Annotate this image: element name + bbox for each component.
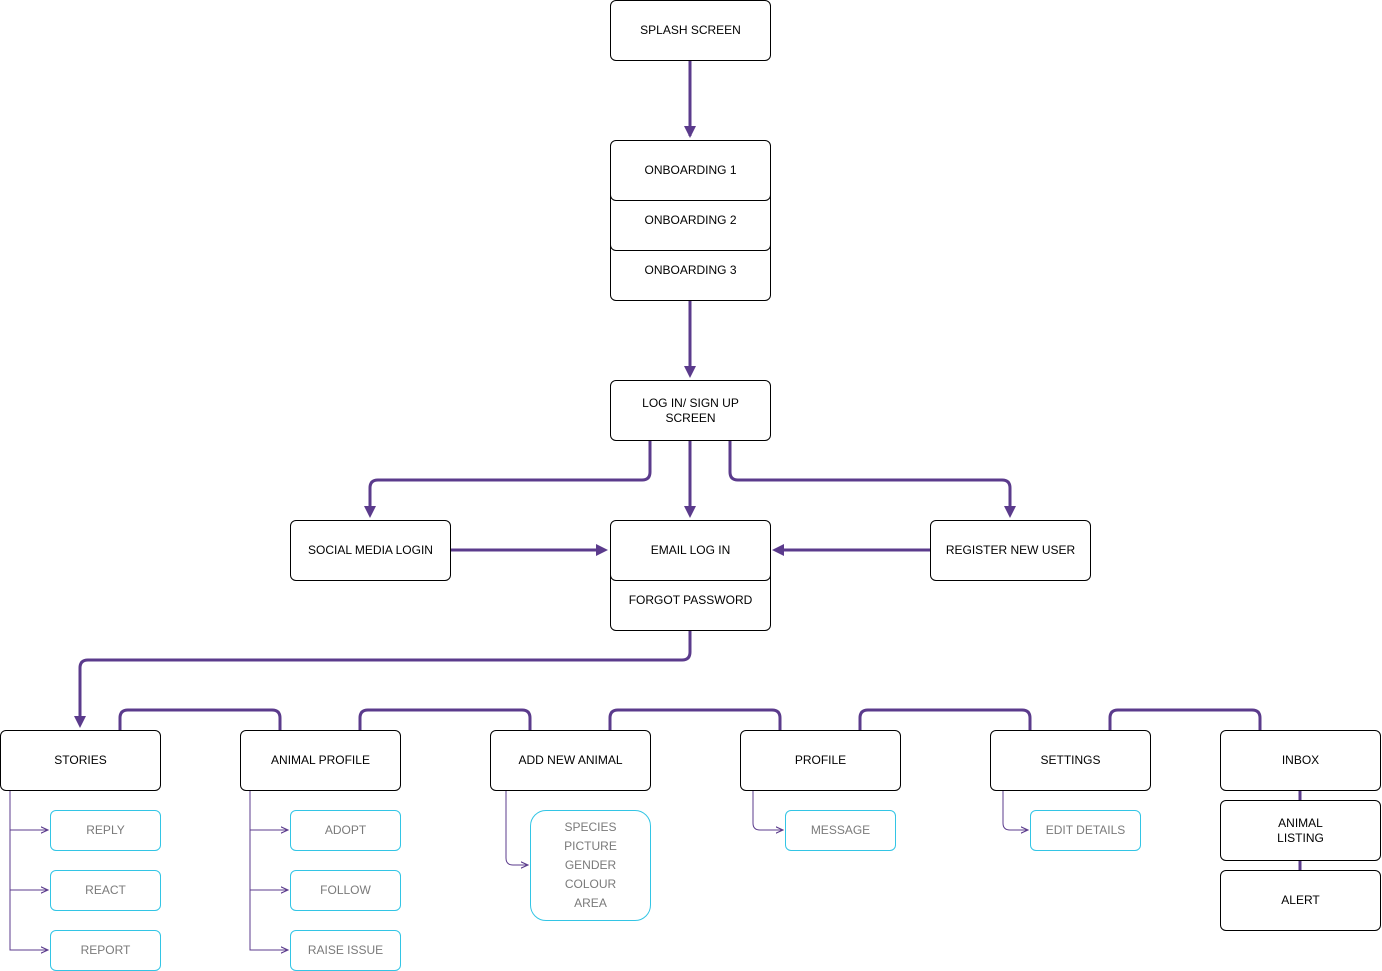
email-login-label: EMAIL LOG IN — [650, 543, 731, 557]
raise-issue-node: RAISE ISSUE — [290, 930, 401, 971]
react-node: REACT — [50, 870, 161, 911]
arrow-login-to-register — [728, 440, 1012, 510]
onboarding-1-label: ONBOARDING 1 — [644, 163, 737, 177]
sub-link-animal-fields — [505, 790, 528, 865]
link-animal-profile-add-animal — [358, 708, 532, 730]
adopt-label: ADOPT — [324, 823, 367, 837]
adopt-node: ADOPT — [290, 810, 401, 851]
animal-fields-label: SPECIES PICTURE GENDER COLOUR AREA — [564, 820, 617, 910]
message-label: MESSAGE — [810, 823, 871, 837]
sub-link-message — [752, 790, 783, 830]
onboarding-1-node: ONBOARDING 1 — [610, 140, 771, 201]
stories-node: STORIES — [0, 730, 161, 791]
settings-node: SETTINGS — [990, 730, 1151, 791]
link-profile-settings — [858, 708, 1032, 730]
animal-profile-label: ANIMAL PROFILE — [271, 753, 370, 767]
register-new-user-node: REGISTER NEW USER — [930, 520, 1091, 581]
edit-details-label: EDIT DETAILS — [1045, 823, 1126, 837]
alert-label: ALERT — [1281, 893, 1320, 907]
reply-node: REPLY — [50, 810, 161, 851]
message-node: MESSAGE — [785, 810, 896, 851]
link-add-animal-profile — [608, 708, 782, 730]
onboarding-3-label: ONBOARDING 3 — [644, 263, 737, 277]
arrow-forgot-to-stories — [78, 630, 692, 720]
splash-screen-node: SPLASH SCREEN — [610, 0, 771, 61]
login-signup-label: LOG IN/ SIGN UP SCREEN — [642, 395, 739, 425]
inbox-node: INBOX — [1220, 730, 1381, 791]
alert-node: ALERT — [1220, 870, 1381, 931]
social-media-login-label: SOCIAL MEDIA LOGIN — [308, 543, 433, 557]
splash-screen-label: SPLASH SCREEN — [640, 23, 741, 37]
add-new-animal-label: ADD NEW ANIMAL — [518, 753, 623, 767]
settings-label: SETTINGS — [1040, 753, 1101, 767]
social-media-login-node: SOCIAL MEDIA LOGIN — [290, 520, 451, 581]
onboarding-2-label: ONBOARDING 2 — [644, 213, 737, 227]
login-signup-node: LOG IN/ SIGN UP SCREEN — [610, 380, 771, 441]
reply-label: REPLY — [86, 823, 125, 837]
follow-node: FOLLOW — [290, 870, 401, 911]
sub-link-edit-details — [1002, 790, 1028, 830]
report-node: REPORT — [50, 930, 161, 971]
animal-profile-node: ANIMAL PROFILE — [240, 730, 401, 791]
edit-details-node: EDIT DETAILS — [1030, 810, 1141, 851]
register-new-user-label: REGISTER NEW USER — [945, 543, 1076, 557]
react-label: REACT — [85, 883, 126, 897]
sub-link-report — [9, 890, 48, 950]
profile-label: PROFILE — [794, 753, 847, 767]
link-settings-inbox — [1108, 708, 1262, 730]
profile-node: PROFILE — [740, 730, 901, 791]
sub-link-adopt — [249, 790, 288, 830]
sub-link-react — [9, 830, 48, 890]
inbox-label: INBOX — [1281, 753, 1320, 767]
animal-listing-node: ANIMAL LISTING — [1220, 800, 1381, 861]
follow-label: FOLLOW — [320, 883, 371, 897]
sub-link-reply — [9, 790, 48, 830]
sub-link-follow — [249, 830, 288, 890]
arrow-login-to-social — [368, 440, 652, 510]
forgot-password-label: FORGOT PASSWORD — [628, 593, 753, 607]
email-login-node: EMAIL LOG IN — [610, 520, 771, 581]
report-label: REPORT — [80, 943, 131, 957]
link-stories-animal-profile — [118, 708, 282, 730]
raise-issue-label: RAISE ISSUE — [307, 943, 384, 957]
add-new-animal-node: ADD NEW ANIMAL — [490, 730, 651, 791]
sub-link-raise-issue — [249, 890, 288, 950]
animal-fields-node: SPECIES PICTURE GENDER COLOUR AREA — [530, 810, 651, 921]
animal-listing-label: ANIMAL LISTING — [1277, 815, 1324, 845]
stories-label: STORIES — [54, 753, 107, 767]
